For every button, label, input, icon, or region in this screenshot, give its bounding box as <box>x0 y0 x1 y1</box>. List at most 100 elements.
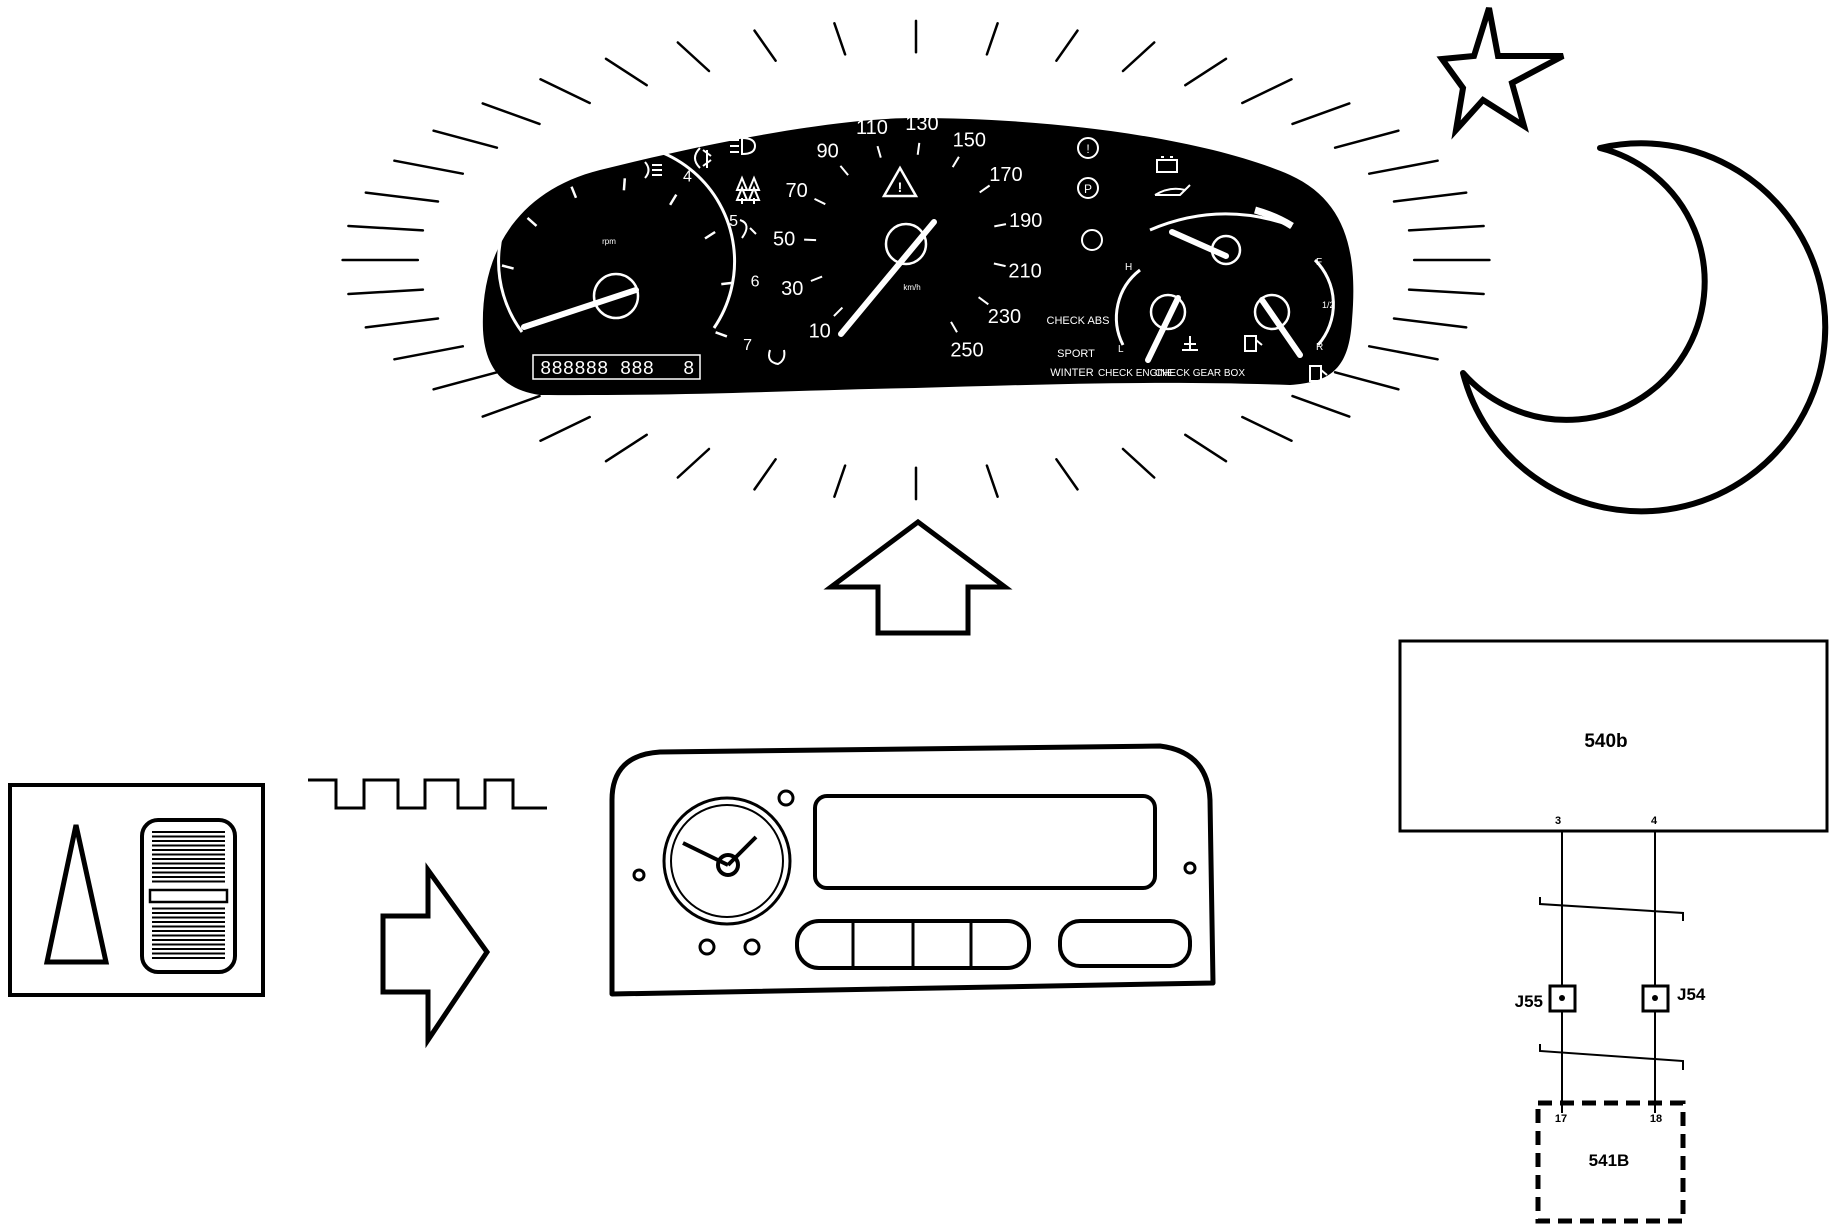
temperature-gauge: H L <box>1114 262 1187 363</box>
speed-tick-label: 250 <box>950 340 983 362</box>
fuel-half-label: 1/2 <box>1322 300 1335 310</box>
glow-ray <box>539 415 591 442</box>
clock-set-button[interactable] <box>698 938 716 956</box>
clear-button[interactable] <box>1058 919 1192 968</box>
fuel-pump-icon <box>1244 335 1263 352</box>
odometer-digits: 888888 888 <box>540 358 654 380</box>
tach-tick <box>570 186 578 199</box>
glow-ray <box>481 102 541 126</box>
dimmer-thumbwheel <box>140 818 237 974</box>
tach-unit-label: rpm <box>602 237 616 246</box>
glow-ray <box>985 464 999 498</box>
speed-tick <box>810 275 823 282</box>
seatbelt-icon <box>768 349 786 366</box>
temp-needle <box>1145 295 1181 363</box>
speed-tick <box>814 198 826 206</box>
speed-tick-label: 110 <box>856 117 888 139</box>
speed-tick <box>876 145 882 158</box>
thumbwheel-ridges <box>152 831 225 959</box>
parking-brake-icon: P <box>1077 177 1099 199</box>
pin-4-label: 4 <box>1651 815 1658 827</box>
glow-ray <box>833 22 847 56</box>
speed-tick-label: 190 <box>1009 210 1042 232</box>
svg-text:!: ! <box>898 179 903 195</box>
tach-hub <box>592 272 640 320</box>
glow-ray <box>347 224 425 232</box>
speed-tick <box>839 165 849 176</box>
speedo-hub <box>884 222 928 266</box>
boost-gauge <box>1149 206 1294 266</box>
thumbwheel-marker <box>148 888 229 904</box>
star-icon <box>1436 7 1565 140</box>
glow-ray <box>1055 458 1079 491</box>
odometer-trip-digit: 8 <box>683 358 694 380</box>
fuel-full-label: F <box>1316 257 1322 268</box>
front-fog-light-icon <box>694 147 712 169</box>
abs-ring-icon <box>1081 229 1103 251</box>
glow-ray <box>432 371 499 391</box>
svg-text:km/h: km/h <box>903 283 920 292</box>
tach-tick <box>526 216 538 227</box>
speed-tick-label: 210 <box>1008 260 1041 282</box>
glow-ray <box>539 78 591 105</box>
glow-ray <box>676 41 711 73</box>
glow-plug-icon <box>735 175 761 204</box>
glow-ray <box>1121 41 1156 73</box>
glow-ray <box>347 288 425 296</box>
glow-ray <box>1407 288 1485 296</box>
module-541b-label: 541B <box>1589 1151 1630 1170</box>
fuel-gauge: F 1/2 R <box>1253 257 1335 358</box>
connector-j55-label: J55 <box>1515 992 1543 1011</box>
clock-face <box>670 804 784 918</box>
left-indicator-icons <box>644 136 786 366</box>
glow-ray <box>1121 447 1156 479</box>
glow-ray <box>1392 191 1468 203</box>
pin-17-label: 17 <box>1555 1113 1567 1125</box>
tach-tick-label: 6 <box>751 273 760 290</box>
tach-tick <box>715 331 728 338</box>
speed-tick-label: 50 <box>773 229 795 251</box>
tach-tick-label: 1 <box>507 196 516 213</box>
coolant-temp-icon <box>1182 336 1198 351</box>
information-display-unit <box>609 743 1216 997</box>
glow-ray <box>1291 102 1351 126</box>
speedo-needle <box>838 219 937 337</box>
temp-cold-label: L <box>1118 344 1124 355</box>
speed-tick-label: 170 <box>989 164 1022 186</box>
glow-ray <box>1241 78 1293 105</box>
winter-label: WINTER <box>1050 367 1093 379</box>
glow-ray <box>753 458 777 491</box>
cluster-body <box>482 118 1354 396</box>
clock-bezel <box>662 796 792 926</box>
glow-ray <box>1407 224 1485 232</box>
control-module-540b <box>1398 639 1829 833</box>
speed-tick-label: 130 <box>905 113 938 135</box>
glow-ray <box>1241 415 1293 442</box>
glow-ray <box>1291 394 1351 418</box>
high-beam-icon <box>730 136 757 156</box>
moon-icon <box>1460 140 1829 515</box>
speed-tick <box>978 296 989 306</box>
clock-adjust-button[interactable] <box>743 938 761 956</box>
glow-ray <box>1367 345 1439 361</box>
module-540b-label: 540b <box>1584 731 1627 752</box>
mount-hole <box>632 868 646 882</box>
tach-tick-label: 2 <box>559 159 568 176</box>
speed-tick-label: 90 <box>816 141 838 163</box>
low-fuel-icon <box>1309 365 1328 382</box>
speed-tick-label: 230 <box>988 306 1021 328</box>
turn-signal-icon <box>739 219 757 239</box>
pin-18-label: 18 <box>1650 1113 1662 1125</box>
glow-ray <box>364 317 440 329</box>
display-screen <box>813 794 1157 890</box>
speed-tick <box>804 238 817 242</box>
tach-tick <box>622 178 627 191</box>
mount-hole <box>1183 861 1197 875</box>
right-arrow-outline <box>380 862 491 1049</box>
fuel-needle <box>1259 297 1303 358</box>
speed-tick <box>916 142 921 155</box>
